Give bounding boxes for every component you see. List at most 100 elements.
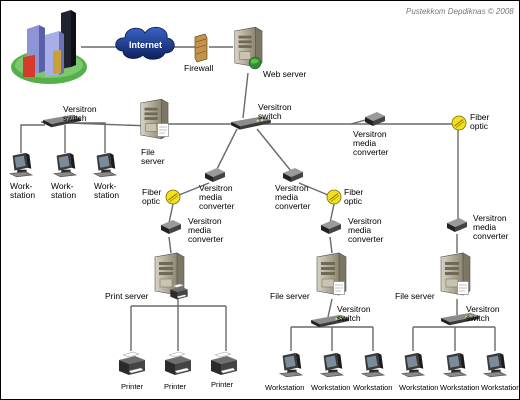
firewall-label: Firewall: [184, 63, 213, 73]
switch-lower-right-label-2: switch: [466, 313, 490, 323]
media-converter-mid-right: Versitron media converter: [275, 168, 311, 211]
mc-lower-left-label-3: converter: [188, 234, 224, 244]
file-server-mid: File server: [270, 252, 347, 301]
media-converter-top-right: Versitron media converter: [353, 112, 389, 157]
fiber-top-right-label-2: optic: [470, 121, 489, 131]
file-server-right-label: File server: [395, 291, 435, 301]
mc-top-right-label-2: media: [353, 138, 376, 148]
workstation-right-1: Workstation: [399, 352, 438, 392]
workstation-left-1: Work- station: [8, 152, 35, 200]
link-mc2-fiber: [298, 182, 329, 196]
media-converter-lower-right: Versitron media converter: [447, 213, 509, 241]
switch-lower-right-label-1: Versitron: [466, 304, 500, 314]
mc-mid-left-label-2: media: [199, 192, 222, 202]
backbone-switch-label-1: Versitron: [258, 102, 292, 112]
mc-top-right-label-3: converter: [353, 147, 389, 157]
ws-right-1-label: Workstation: [399, 383, 438, 392]
link-fiber-mc-left: [168, 203, 174, 224]
mc-lower-mid-label-2: media: [348, 225, 371, 235]
web-server-label: Web server: [263, 69, 306, 79]
left-switch-label-2: switch: [63, 113, 87, 123]
link-mc-fileserver-mid: [329, 236, 333, 254]
workstation-mid-2: Workstation: [311, 352, 350, 392]
workstation-left-3: Work- station: [92, 152, 119, 200]
fiber-left-label-1: Fiber: [142, 187, 162, 197]
printer-1: Printer: [118, 351, 146, 391]
left-switch: Versitron switch: [43, 104, 97, 128]
mc-lower-right-label-1: Versitron: [473, 213, 507, 223]
file-server-top: File server: [140, 98, 169, 166]
mc-mid-right-label-3: converter: [275, 201, 311, 211]
mc-mid-left-label-1: Versitron: [199, 183, 233, 193]
link-webserver-backbone: [242, 72, 249, 119]
switch-lower-mid-label-2: switch: [337, 313, 361, 323]
link-left-switch-ws1: [20, 124, 45, 153]
printer-2-label: Printer: [164, 382, 187, 391]
link-mc-printserver: [168, 236, 172, 254]
fiber-optic-left: Fiber optic: [142, 187, 181, 206]
fiber-optic-top-right: Fiber optic: [451, 112, 490, 131]
workstation-mid-3: Workstation: [353, 352, 392, 392]
workstation-right-2: Workstation: [440, 352, 479, 392]
mc-lower-right-label-2: media: [473, 222, 496, 232]
mc-lower-mid-label-1: Versitron: [348, 216, 382, 226]
mc-lower-mid-label-3: converter: [348, 234, 384, 244]
workstation-mid-1: Workstation: [265, 352, 304, 392]
file-server-mid-label: File server: [270, 291, 310, 301]
mc-top-right-label-1: Versitron: [353, 129, 387, 139]
media-converter-lower-mid: Versitron media converter: [321, 216, 384, 244]
fiber-left-label-2: optic: [142, 196, 161, 206]
link-backbone-mc1: [215, 128, 238, 172]
firewall: Firewall: [184, 33, 213, 73]
left-switch-label-1: Versitron: [63, 104, 97, 114]
link-mc1-fiber: [178, 182, 210, 196]
printer-1-label: Printer: [121, 382, 144, 391]
mc-mid-right-label-1: Versitron: [275, 183, 309, 193]
workstation-right-3: Workstation: [481, 352, 519, 392]
mc-mid-left-label-3: converter: [199, 201, 235, 211]
file-server-right: File server: [395, 252, 471, 301]
mc-lower-right-label-3: converter: [473, 231, 509, 241]
print-server: Print server: [105, 252, 189, 301]
ws-mid-3-label: Workstation: [353, 383, 392, 392]
switch-lower-mid: Versitron switch: [311, 304, 371, 328]
printer-2: Printer: [164, 351, 192, 391]
backbone-switch: Versitron switch: [231, 102, 292, 130]
credit-text: Pustekkom Depdiknas © 2008: [406, 7, 514, 16]
media-converter-lower-left: Versitron media converter: [161, 216, 224, 244]
file-server-top-label-2: server: [141, 156, 165, 166]
mc-mid-right-label-2: media: [275, 192, 298, 202]
printer-3-label: Printer: [211, 380, 234, 389]
ws-left-3-label-1: Work-: [94, 181, 117, 191]
ws-left-2-label-2: station: [51, 190, 76, 200]
workstation-left-2: Work- station: [51, 152, 78, 200]
ws-mid-1-label: Workstation: [265, 383, 304, 392]
mc-lower-left-label-2: media: [188, 225, 211, 235]
link-backbone-mc2: [256, 128, 292, 172]
switch-lower-right: Versitron switch: [441, 304, 500, 326]
ws-left-1-label-2: station: [10, 190, 35, 200]
mc-lower-left-label-1: Versitron: [188, 216, 222, 226]
file-server-top-label-1: File: [141, 147, 155, 157]
ws-left-1-label-1: Work-: [10, 181, 33, 191]
ws-mid-2-label: Workstation: [311, 383, 350, 392]
switch-lower-mid-label-1: Versitron: [337, 304, 371, 314]
internet-cloud: Internet: [115, 26, 175, 60]
web-server: Web server: [234, 26, 306, 79]
fiber-optic-mid: Fiber optic: [326, 187, 364, 206]
ws-left-2-label-1: Work-: [51, 181, 74, 191]
print-server-label: Print server: [105, 291, 149, 301]
backbone-switch-label-2: switch: [258, 111, 282, 121]
connection-lines: [20, 46, 496, 351]
link-fiber-mc-mid: [329, 203, 335, 224]
fiber-mid-label-2: optic: [344, 196, 363, 206]
fiber-mid-label-1: Fiber: [344, 187, 364, 197]
fiber-top-right-label-1: Fiber: [470, 112, 490, 122]
ws-right-2-label: Workstation: [440, 383, 479, 392]
ws-left-3-label-2: station: [94, 190, 119, 200]
ws-right-3-label: Workstation: [481, 383, 519, 392]
internet-label: Internet: [129, 40, 162, 50]
media-converter-mid-left: Versitron media converter: [199, 168, 235, 211]
link-left-switch-ws3: [75, 122, 106, 153]
